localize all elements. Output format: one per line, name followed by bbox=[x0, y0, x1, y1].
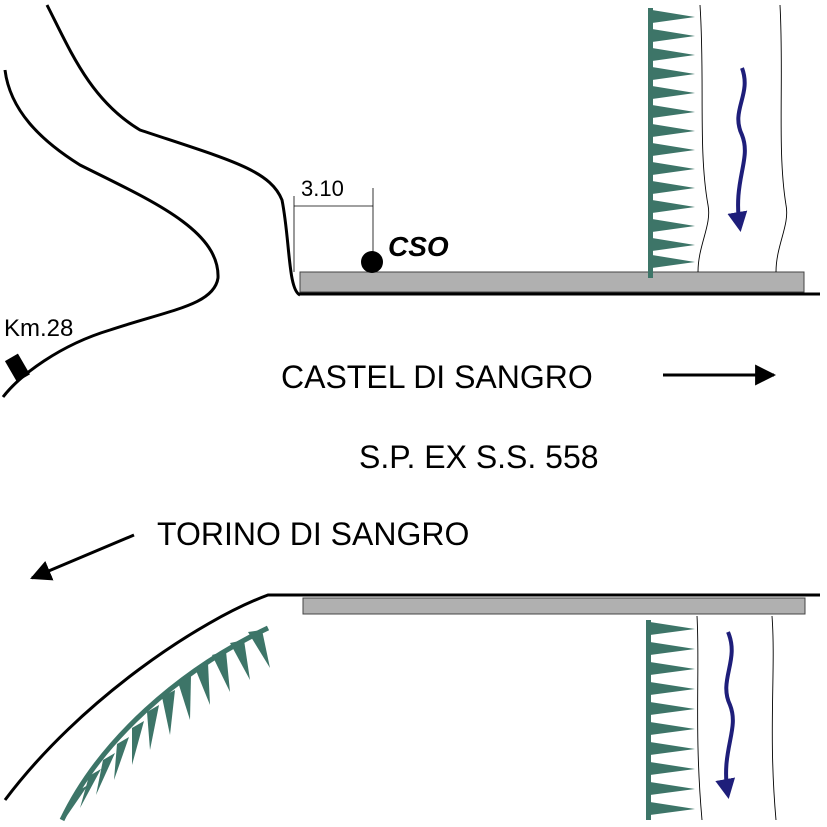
water-flow-upper-icon bbox=[727, 67, 748, 232]
water-flow-lower-icon bbox=[715, 631, 736, 799]
embankment-upper-icon bbox=[648, 8, 695, 278]
embankment-lower-curved-icon bbox=[59, 625, 270, 822]
curb-bottom bbox=[302, 597, 806, 615]
river-bank-lower-left bbox=[696, 615, 703, 821]
side-road-inner-edge bbox=[1, 69, 220, 398]
road-bottom-edge bbox=[3, 593, 820, 801]
arrow-down-left-icon bbox=[30, 533, 135, 581]
station-label: CSO bbox=[388, 231, 449, 262]
km-marker-label: Km.28 bbox=[4, 315, 73, 342]
river-bank-upper-right bbox=[775, 4, 788, 273]
milestone-post-icon bbox=[4, 353, 30, 382]
station-marker-icon bbox=[361, 251, 383, 273]
curb-top bbox=[299, 271, 805, 293]
direction-east-label: CASTEL DI SANGRO bbox=[281, 359, 593, 395]
river-bank-lower-right bbox=[771, 615, 777, 821]
side-road-outer-edge bbox=[45, 4, 301, 297]
distance-label: 3.10 bbox=[301, 176, 344, 201]
river-bank-upper-left bbox=[697, 4, 710, 273]
road-name-label: S.P. EX S.S. 558 bbox=[359, 439, 599, 475]
direction-west-label: TORINO DI SANGRO bbox=[157, 516, 469, 552]
embankment-lower-icon bbox=[646, 620, 695, 820]
